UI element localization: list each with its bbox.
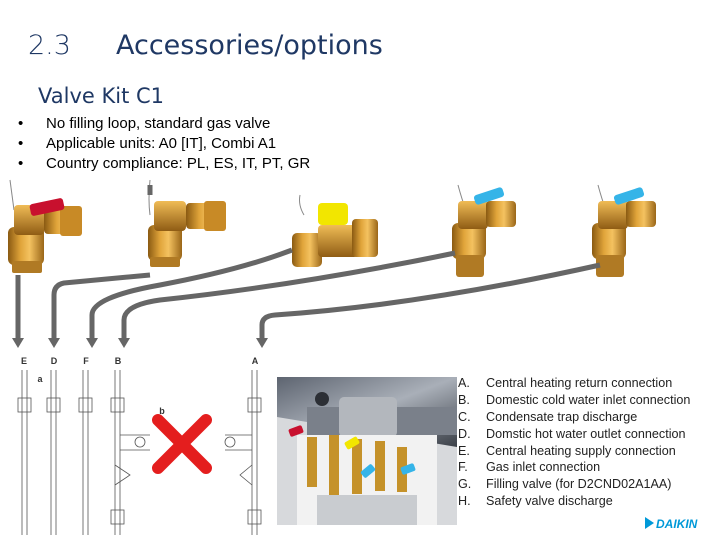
legend-key: H. (458, 494, 471, 509)
legend-item: B. Domestic cold water inlet connection (458, 392, 690, 409)
section-number: 2.3 (28, 30, 71, 61)
valve-illustrations (8, 179, 656, 348)
feature-text: Country compliance: PL, ES, IT, PT, GR (46, 155, 311, 172)
legend-key: E. (458, 443, 470, 458)
legend-text: Domestic cold water inlet connection (486, 392, 691, 407)
legend-item: A. Central heating return connection (458, 375, 690, 392)
valve-blue-icon (452, 187, 516, 277)
label-d: D (51, 356, 58, 366)
connection-legend: A. Central heating return connection B. Do… (458, 375, 690, 510)
legend-key: A. (458, 376, 470, 390)
feature-item: • Applicable units: A0 [IT], Combi A1 (18, 134, 310, 154)
legend-text: Condensate trap discharge (486, 409, 638, 424)
bullet-icon: • (18, 135, 24, 152)
feature-item: • Country compliance: PL, ES, IT, PT, GR (18, 154, 310, 174)
legend-text: Filling valve (for D2CND02A1AA) (486, 477, 672, 492)
legend-item: G. Filling valve (for D2CND02A1AA) (458, 476, 690, 493)
valve-red-icon (8, 198, 82, 273)
legend-text: Central heating return connection (486, 376, 673, 390)
label-a: A (252, 356, 259, 366)
legend-text: Gas inlet connection (486, 460, 601, 475)
bullet-icon: • (18, 155, 24, 172)
section-title: Accessories/options (116, 30, 383, 61)
valve-plain-icon (148, 201, 226, 267)
kit-title: Valve Kit C1 (38, 84, 164, 108)
daikin-logo: DAIKIN (645, 517, 698, 531)
legend-text: Central heating supply connection (486, 443, 676, 458)
label-e: E (21, 356, 27, 366)
legend-key: F. (458, 460, 468, 475)
bullet-icon: • (18, 115, 24, 132)
legend-item: H. Safety valve discharge (458, 493, 690, 510)
legend-item: D. Domstic hot water outlet connection (458, 426, 690, 443)
legend-key: B. (458, 392, 470, 407)
legend-key: G. (458, 477, 472, 492)
legend-item: F. Gas inlet connection (458, 459, 690, 476)
label-b-small: b (159, 406, 165, 416)
feature-text: Applicable units: A0 [IT], Combi A1 (46, 135, 277, 152)
legend-item: C. Condensate trap discharge (458, 409, 690, 426)
boiler-photo (277, 377, 457, 525)
label-a-small: a (37, 374, 43, 384)
label-f: F (83, 356, 89, 366)
legend-item: E. Central heating supply connection (458, 443, 690, 460)
legend-key: C. (458, 409, 471, 424)
connection-diagram: E D F B A a b (17, 356, 262, 535)
label-b: B (115, 356, 122, 366)
legend-text: Safety valve discharge (486, 494, 613, 509)
feature-item: • No filling loop, standard gas valve (18, 114, 310, 134)
not-included-cross-icon (152, 414, 212, 474)
feature-list: • No filling loop, standard gas valve • Ap… (18, 114, 310, 174)
valve-blue-icon (592, 187, 656, 277)
legend-key: D. (458, 426, 471, 441)
feature-text: No filling loop, standard gas valve (46, 115, 271, 132)
legend-text: Domstic hot water outlet connection (486, 426, 686, 441)
logo-text: DAIKIN (656, 517, 698, 531)
valve-yellow-icon (292, 203, 378, 267)
